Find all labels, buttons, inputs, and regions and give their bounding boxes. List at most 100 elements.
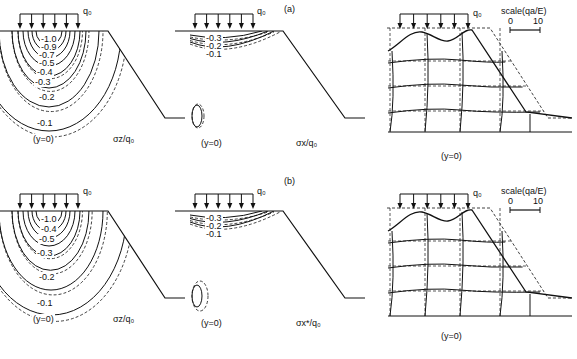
stress-contour-dashed: [190, 212, 280, 229]
arrow-head: [52, 203, 57, 209]
stress-contour: [12, 31, 86, 88]
row: [0, 194, 572, 321]
figure-label: 10: [532, 196, 544, 206]
figure-label: (y=0): [440, 331, 463, 341]
grid-line: [388, 109, 540, 113]
figure-label: scale(qa/E): [500, 186, 548, 196]
figure-label: q₀: [82, 186, 93, 196]
load-line: [400, 193, 468, 194]
stress-contour: [190, 31, 274, 47]
grid-line: [500, 231, 503, 316]
stress-contour: [190, 211, 268, 222]
figure-label: (y=0): [32, 134, 55, 144]
figure-label: (b): [283, 176, 296, 186]
figure-label: -0.1: [36, 298, 54, 308]
figure-label: -0.4: [36, 67, 54, 77]
stress-contour: [0, 211, 103, 290]
grid-line: [460, 212, 463, 316]
arrow-head: [193, 23, 198, 29]
stress-contour: [12, 211, 89, 270]
stress-contour: [36, 211, 62, 225]
load-line: [400, 13, 468, 14]
figure-label: σz/q₀: [112, 134, 135, 144]
figure-label: (y=0): [200, 138, 223, 148]
figure-label: -0.2: [38, 272, 56, 282]
stress-contour-dashed: [190, 32, 280, 49]
grid-line: [388, 289, 540, 293]
arrow-head: [41, 23, 46, 29]
arrow-head: [76, 23, 81, 29]
figure-label: q₀: [256, 186, 267, 196]
stress-contour: [190, 31, 268, 42]
figure-label: scale(qa/E): [500, 6, 548, 16]
grid-line-dashed: [500, 208, 501, 316]
stress-contour: [23, 211, 75, 246]
figure-label: q₀: [472, 188, 483, 198]
grid-line: [425, 33, 428, 132]
arrow-head: [29, 203, 34, 209]
figure-label: -0.3: [36, 248, 54, 258]
stress-contour-dashed: [12, 211, 92, 274]
figure-label: -0.2: [38, 92, 56, 102]
tension-zone-dashed: [192, 281, 208, 311]
original-ground: [387, 28, 572, 118]
stress-contour: [0, 211, 127, 315]
grid-line: [500, 51, 503, 132]
grid-line: [390, 51, 393, 132]
figure-label: -0.3: [34, 77, 52, 87]
figure-label: 0: [507, 196, 514, 206]
arrow-head: [216, 203, 221, 209]
figure-label: q₀: [256, 6, 267, 16]
grid-line: [530, 114, 531, 132]
scale-tick: [510, 27, 511, 33]
scale-tick: [540, 27, 541, 33]
figure-label: -0.1: [205, 49, 223, 59]
arrow-head: [227, 203, 232, 209]
figure-label: σz/q₀: [112, 314, 135, 324]
stress-contour-dashed: [0, 31, 127, 137]
row: [0, 14, 572, 137]
grid-line-dashed: [460, 28, 461, 132]
ground-line: [0, 31, 185, 118]
grid-line: [530, 294, 531, 316]
deformed-surface: [388, 210, 572, 298]
arrow-head: [251, 203, 256, 209]
load-line: [195, 193, 253, 194]
original-ground: [387, 208, 572, 298]
figure-label: 0: [507, 16, 514, 26]
stress-contour-dashed: [18, 211, 82, 259]
grid-line-dashed: [390, 208, 391, 316]
figure-label: -0.1: [36, 118, 54, 128]
figure-label: q₀: [472, 8, 483, 18]
stress-contour-dashed: [190, 212, 274, 225]
grid-line: [388, 132, 572, 133]
load-line: [20, 13, 78, 14]
stress-contour-dashed: [0, 211, 133, 321]
tension-zone-dashed: [192, 104, 204, 128]
grid-line: [388, 239, 505, 243]
arrow-head: [29, 23, 34, 29]
arrow-head: [64, 23, 69, 29]
arrow-head: [239, 203, 244, 209]
arrow-head: [52, 23, 57, 29]
stress-contour-dashed: [0, 211, 107, 295]
figure-label: (a): [283, 4, 296, 14]
figure-label: σx/q₀: [295, 138, 318, 148]
figure-label: -0.1: [205, 229, 223, 239]
arrow-head: [41, 203, 46, 209]
scale-tick: [510, 207, 511, 213]
ground-line: [0, 211, 185, 298]
grid-line: [390, 231, 393, 316]
grid-line: [388, 84, 523, 88]
stress-contour-dashed: [18, 31, 82, 79]
grid-line: [388, 264, 523, 268]
arrow-head: [64, 203, 69, 209]
figure-label: -1.0: [40, 214, 58, 224]
grid-line-dashed: [500, 28, 501, 132]
stress-contour: [0, 31, 121, 131]
scale-bar: [510, 29, 540, 30]
load-line: [195, 13, 253, 14]
grid-line: [460, 32, 463, 132]
stress-contour-dashed: [0, 31, 103, 112]
stress-contour: [32, 31, 66, 51]
